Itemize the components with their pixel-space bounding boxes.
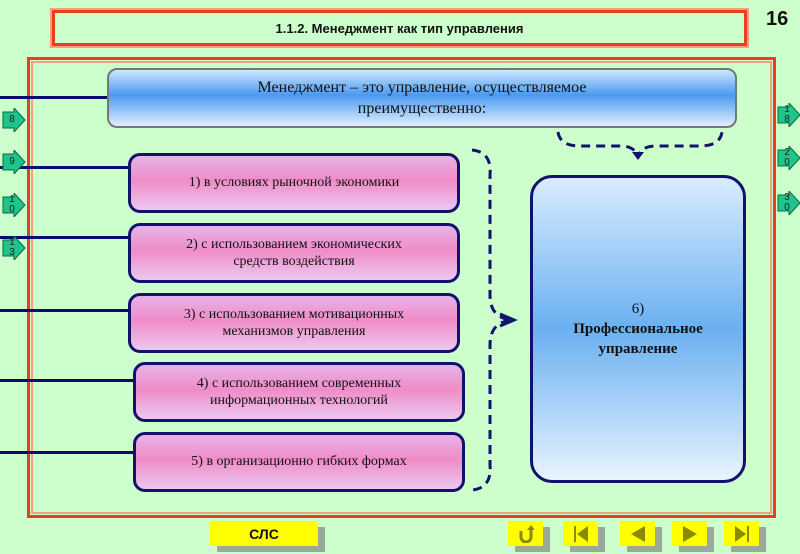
link-slide-9[interactable]: 9 bbox=[2, 150, 26, 174]
item-text: 2) с использованием экономических bbox=[186, 236, 402, 252]
connector-line bbox=[0, 309, 130, 312]
connector-line bbox=[0, 166, 130, 169]
right-brace bbox=[471, 148, 513, 492]
item-box-1: 1) в условиях рыночной экономики bbox=[128, 153, 460, 213]
item-box-5: 5) в организационно гибких формах bbox=[133, 432, 465, 492]
result-number: 6) bbox=[631, 300, 645, 317]
result-box: 6) Профессиональное управление bbox=[530, 175, 746, 483]
content-frame bbox=[27, 57, 776, 518]
connector-line bbox=[0, 451, 135, 454]
link-slide-18[interactable]: 1 8 bbox=[777, 103, 800, 127]
previous-slide-button[interactable] bbox=[620, 521, 655, 546]
connector-line bbox=[0, 96, 110, 99]
link-slide-13[interactable]: 1 3 bbox=[2, 236, 26, 260]
definition-box: Менеджмент – это управление, осуществляе… bbox=[107, 68, 737, 128]
item-box-3: 3) с использованием мотивационных механиз… bbox=[128, 293, 460, 353]
link-slide-10[interactable]: 1 0 bbox=[2, 193, 26, 217]
next-slide-icon bbox=[682, 525, 697, 542]
slide-number: 16 bbox=[766, 8, 789, 30]
item-text: средств воздействия bbox=[233, 254, 355, 269]
return-button[interactable] bbox=[508, 521, 543, 546]
first-slide-button[interactable] bbox=[563, 521, 598, 546]
slc-button[interactable]: СЛС bbox=[210, 521, 318, 546]
item-text: информационных технологий bbox=[210, 393, 388, 408]
last-slide-button[interactable] bbox=[724, 521, 759, 546]
return-icon bbox=[519, 524, 534, 543]
result-line1: Профессиональное bbox=[573, 320, 703, 337]
last-slide-icon bbox=[734, 525, 749, 542]
connector-line bbox=[0, 379, 135, 382]
definition-line2: преимущественно: bbox=[357, 99, 487, 117]
definition-line1: Менеджмент – это управление, осуществляе… bbox=[257, 79, 587, 96]
item-text: механизмов управления bbox=[222, 324, 366, 339]
previous-slide-icon bbox=[630, 525, 645, 542]
item-box-2: 2) с использованием экономических средств… bbox=[128, 223, 460, 283]
item-box-4: 4) с использованием современных информаци… bbox=[133, 362, 465, 422]
first-slide-icon bbox=[573, 525, 588, 542]
item-text: 1) в условиях рыночной экономики bbox=[188, 175, 400, 191]
connector-line bbox=[0, 236, 130, 239]
item-text: 3) с использованием мотивационных bbox=[183, 306, 405, 322]
link-slide-30[interactable]: 3 0 bbox=[777, 191, 800, 215]
slide-title: 1.1.2. Менеджмент как тип управления bbox=[50, 8, 749, 48]
item-text: 4) с использованием современных bbox=[196, 375, 402, 391]
item-text: 5) в организационно гибких формах bbox=[191, 454, 407, 470]
next-slide-button[interactable] bbox=[672, 521, 707, 546]
result-line2: управление bbox=[598, 341, 678, 358]
right-brace-arrow bbox=[499, 312, 518, 328]
link-slide-8[interactable]: 8 bbox=[2, 108, 26, 132]
top-brace-arrow bbox=[632, 152, 644, 160]
link-slide-20[interactable]: 2 0 bbox=[777, 146, 800, 170]
